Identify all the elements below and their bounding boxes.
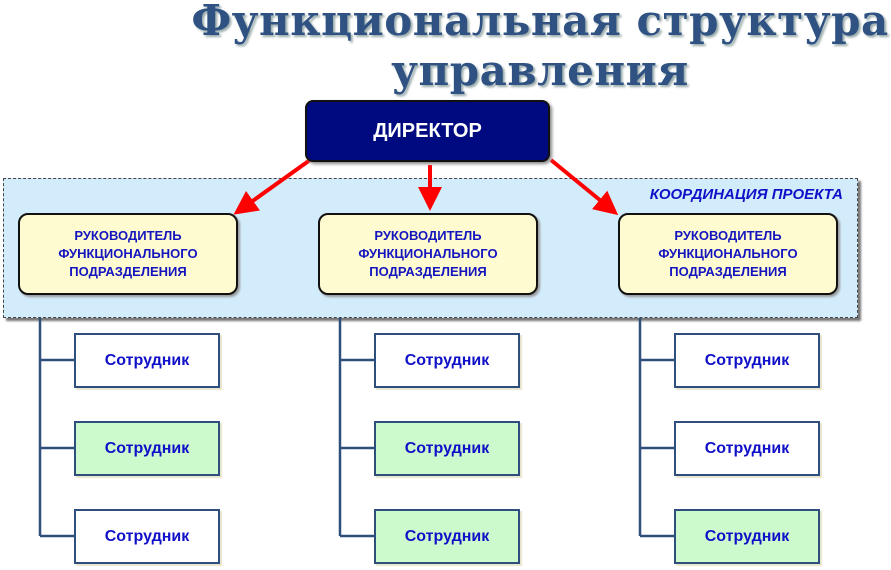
manager-box: РУКОВОДИТЕЛЬ ФУНКЦИОНАЛЬНОГО ПОДРАЗДЕЛЕНИЯ	[318, 213, 538, 295]
staff-box: Сотрудник	[74, 421, 220, 476]
staff-box: Сотрудник	[374, 333, 520, 388]
manager-line-1: РУКОВОДИТЕЛЬ	[74, 228, 182, 243]
staff-box: Сотрудник	[674, 509, 820, 564]
arrow-to-manager-1	[233, 158, 312, 215]
manager-line-3: ПОДРАЗДЕЛЕНИЯ	[69, 264, 187, 279]
manager-box: РУКОВОДИТЕЛЬ ФУНКЦИОНАЛЬНОГО ПОДРАЗДЕЛЕНИЯ	[18, 213, 238, 295]
manager-box: РУКОВОДИТЕЛЬ ФУНКЦИОНАЛЬНОГО ПОДРАЗДЕЛЕНИЯ	[618, 213, 838, 295]
staff-box: Сотрудник	[674, 333, 820, 388]
manager-line-2: ФУНКЦИОНАЛЬНОГО	[58, 246, 198, 261]
arrow-to-manager-3	[549, 158, 619, 216]
staff-box: Сотрудник	[74, 333, 220, 388]
title-line-1: Функциональная структура	[191, 0, 889, 45]
staff-box: Сотрудник	[74, 509, 220, 564]
coordination-label: КООРДИНАЦИЯ ПРОЕКТА	[649, 186, 843, 203]
manager-line-3: ПОДРАЗДЕЛЕНИЯ	[369, 264, 487, 279]
manager-line-2: ФУНКЦИОНАЛЬНОГО	[658, 246, 798, 261]
manager-line-1: РУКОВОДИТЕЛЬ	[674, 228, 782, 243]
manager-line-3: ПОДРАЗДЕЛЕНИЯ	[669, 264, 787, 279]
manager-line-1: РУКОВОДИТЕЛЬ	[374, 228, 482, 243]
staff-box: Сотрудник	[374, 421, 520, 476]
manager-line-2: ФУНКЦИОНАЛЬНОГО	[358, 246, 498, 261]
director-box: ДИРЕКТОР	[305, 100, 550, 162]
staff-box: Сотрудник	[674, 421, 820, 476]
title-line-2: управления	[391, 46, 689, 95]
staff-box: Сотрудник	[374, 509, 520, 564]
